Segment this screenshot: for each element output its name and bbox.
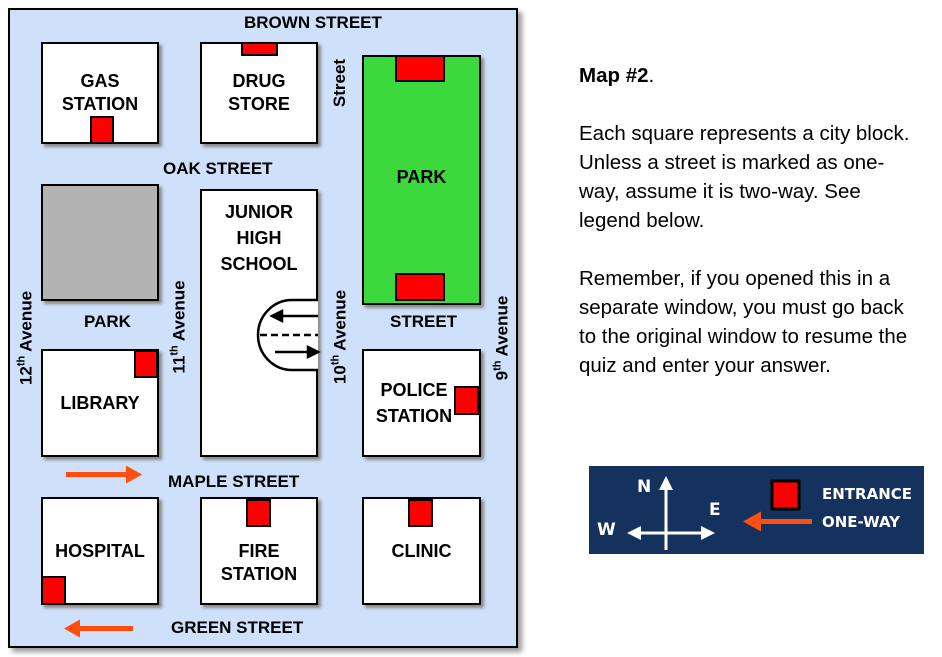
park-street-label-left: PARK xyxy=(84,312,131,331)
hospital-entrance xyxy=(41,576,66,605)
clinic-label: CLINIC xyxy=(391,540,452,561)
park-street-label-right: STREET xyxy=(390,312,458,331)
maple-street-label: MAPLE STREET xyxy=(168,472,300,491)
one-way-legend-label: ONE-WAY xyxy=(822,513,901,531)
maple-one-way-arrow xyxy=(66,465,142,484)
instructions-paragraph: Each square represents a city block. Unl… xyxy=(579,122,910,232)
clinic-entrance xyxy=(408,499,433,527)
entrance-swatch xyxy=(770,479,801,511)
library-block: LIBRARY xyxy=(41,349,159,457)
school-driveway xyxy=(256,298,321,372)
vacant-block xyxy=(41,184,159,301)
green-one-way-arrow xyxy=(64,619,133,638)
police-label: POLICE STATION xyxy=(375,380,453,426)
reminder-paragraph: Remember, if you opened this in a separa… xyxy=(579,267,908,377)
drug-store-label: DRUG STORE xyxy=(228,71,290,114)
brown-street-label: BROWN STREET xyxy=(244,13,382,32)
fire-station-label: FIRE STATION xyxy=(220,541,298,584)
11th-avenue-label: 11th Avenue xyxy=(168,280,189,374)
drug-store-entrance xyxy=(241,42,278,56)
oak-street-label: OAK STREET xyxy=(163,159,273,178)
west-label: W xyxy=(597,520,616,540)
police-entrance xyxy=(454,386,479,415)
entrance-legend-label: ENTRANCE xyxy=(822,485,912,503)
library-label: LIBRARY xyxy=(60,392,140,413)
12th-avenue-label: 12th Avenue xyxy=(15,290,36,386)
east-label: E xyxy=(709,500,721,520)
legend: N E W ENTRANCE ONE-WAY xyxy=(589,466,924,554)
park-label: PARK xyxy=(396,166,447,187)
gas-station-entrance xyxy=(90,116,114,144)
compass-icon xyxy=(627,476,812,550)
fire-station-entrance xyxy=(246,499,271,527)
gas-station-label: GAS STATION xyxy=(61,71,139,114)
hospital-label: HOSPITAL xyxy=(55,540,145,561)
north-label: N xyxy=(637,477,652,497)
street-vertical-label: Street xyxy=(330,58,349,108)
park-south-entrance xyxy=(395,273,445,301)
9th-avenue-label: 9th Avenue xyxy=(491,295,512,381)
park-north-entrance xyxy=(395,55,445,82)
10th-avenue-label: 10th Avenue xyxy=(329,289,350,385)
green-street-label: GREEN STREET xyxy=(171,618,304,637)
school-label: JUNIOR HIGH SCHOOL xyxy=(220,202,298,274)
map-title: Map #2. xyxy=(579,64,655,87)
drug-store-block: DRUG STORE xyxy=(200,42,318,144)
one-way-swatch xyxy=(759,519,812,524)
clinic-block: CLINIC xyxy=(362,497,481,605)
library-entrance xyxy=(134,350,158,378)
